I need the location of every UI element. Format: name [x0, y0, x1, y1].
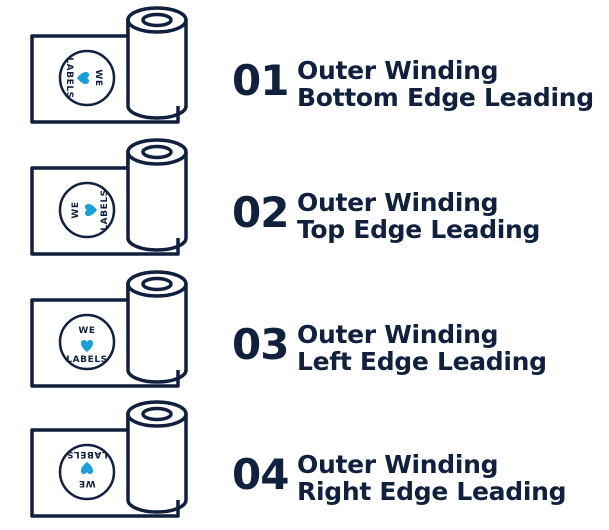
- heart-icon: [80, 462, 94, 474]
- heart-icon: [80, 340, 94, 352]
- option-description: Outer Winding Bottom Edge Leading: [297, 57, 594, 111]
- label-text-bottom: LABELS: [66, 355, 108, 365]
- label-text-bottom: LABELS: [66, 449, 108, 459]
- winding-option-1: WE LABELS 01 Outer Winding Bottom Edge L…: [0, 6, 609, 136]
- we-love-labels-logo: WE LABELS: [58, 49, 116, 107]
- label-text-top: WE: [78, 326, 95, 336]
- we-love-labels-logo: WE LABELS: [58, 181, 116, 239]
- label-roll-icon: WE LABELS: [30, 6, 188, 124]
- option-number: 01: [232, 56, 289, 105]
- winding-option-4: WE LABELS 04 Outer Winding Right Edge Le…: [0, 400, 609, 530]
- label-text-top: WE: [93, 69, 103, 86]
- label-roll-icon: WE LABELS: [30, 400, 188, 518]
- label-text-top: WE: [78, 478, 95, 488]
- label-text-bottom: LABELS: [100, 189, 110, 231]
- option-line-1: Outer Winding: [297, 56, 499, 85]
- label-roll-icon: WE LABELS: [30, 138, 188, 256]
- option-number: 03: [232, 320, 289, 369]
- we-love-labels-logo: WE LABELS: [58, 313, 116, 371]
- option-line-1: Outer Winding: [297, 320, 499, 349]
- winding-option-2: WE LABELS 02 Outer Winding Top Edge Lead…: [0, 138, 609, 268]
- heart-icon: [85, 204, 97, 216]
- winding-option-3: WE LABELS 03 Outer Winding Left Edge Lea…: [0, 270, 609, 400]
- option-line-1: Outer Winding: [297, 450, 499, 479]
- option-line-2: Top Edge Leading: [297, 215, 541, 244]
- label-roll-icon: WE LABELS: [30, 270, 188, 388]
- label-text-bottom: LABELS: [64, 57, 74, 99]
- option-line-2: Right Edge Leading: [297, 477, 567, 506]
- option-description: Outer Winding Top Edge Leading: [297, 189, 540, 243]
- option-description: Outer Winding Right Edge Leading: [297, 450, 567, 506]
- option-line-2: Bottom Edge Leading: [297, 83, 594, 112]
- we-love-labels-logo: WE LABELS: [58, 443, 116, 501]
- option-line-1: Outer Winding: [297, 188, 499, 217]
- option-number: 02: [232, 188, 289, 237]
- label-text-top: WE: [71, 201, 81, 218]
- heart-icon: [77, 72, 89, 84]
- option-line-2: Left Edge Leading: [297, 347, 547, 376]
- option-description: Outer Winding Left Edge Leading: [297, 321, 547, 375]
- option-number: 04: [232, 450, 289, 499]
